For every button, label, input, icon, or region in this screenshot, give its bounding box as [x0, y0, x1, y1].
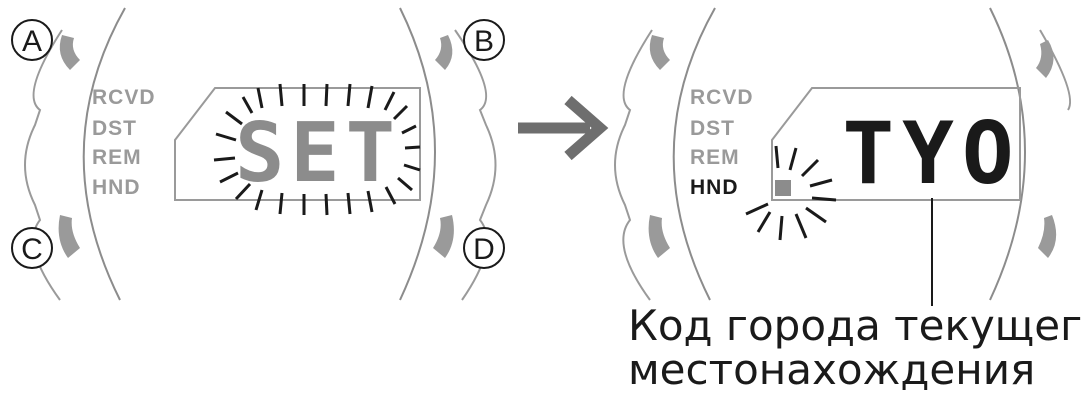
- right-indicator-hnd: HND: [690, 176, 739, 199]
- button-c-pusher[interactable]: [58, 215, 80, 258]
- left-watch-bezel-left: [82, 7, 126, 301]
- button-b-pusher[interactable]: [435, 35, 453, 70]
- button-a-label: A: [11, 19, 53, 61]
- button-d-pusher[interactable]: [433, 215, 454, 258]
- button-a-pusher[interactable]: [59, 35, 80, 70]
- right-watch-bezel-left: [672, 7, 716, 301]
- hnd-marker-square: [775, 180, 791, 196]
- right-pusher-bottom-right: [1038, 215, 1057, 258]
- right-watch-bezel-right: [989, 7, 1026, 301]
- right-watch: RCVD DST REM HND TYO: [614, 7, 1072, 306]
- left-display-frame: [174, 87, 421, 201]
- button-c-letter: C: [21, 233, 43, 266]
- left-indicator-rcvd: RCVD: [92, 86, 156, 109]
- left-watch-bezel-right: [399, 7, 436, 301]
- right-pusher-top-right: [1036, 40, 1054, 78]
- button-a-letter: A: [22, 25, 42, 58]
- right-indicator-dst: DST: [690, 117, 735, 140]
- right-indicator-rcvd: RCVD: [690, 86, 754, 109]
- left-indicator-rem: REM: [92, 146, 142, 169]
- left-indicator-dst: DST: [92, 117, 137, 140]
- caption-line-2: местонахождения: [628, 345, 1036, 394]
- transition-arrow-icon: [518, 95, 609, 161]
- left-display-text: SET: [235, 106, 401, 201]
- right-display-text: TYO: [842, 104, 1021, 204]
- right-pusher-top-left: [649, 35, 670, 70]
- button-b-label: B: [463, 19, 505, 61]
- right-flash-rays: [745, 145, 837, 241]
- button-d-label: D: [463, 227, 505, 269]
- right-display-frame: [771, 87, 1021, 201]
- left-indicator-hnd: HND: [92, 176, 141, 199]
- button-b-letter: B: [474, 25, 494, 58]
- city-code-caption: Код города текущего местонахождения: [628, 301, 1081, 394]
- caption-line-1: Код города текущего: [628, 301, 1081, 350]
- right-pusher-bottom-left: [648, 215, 670, 258]
- button-c-label: C: [11, 227, 53, 269]
- left-watch: A B C D RCVD DST REM HND: [11, 7, 505, 301]
- left-flash-rays: [213, 83, 421, 216]
- right-indicator-rem: REM: [690, 146, 740, 169]
- button-d-letter: D: [473, 233, 495, 266]
- right-watch-bezel-left-outer: [614, 29, 653, 301]
